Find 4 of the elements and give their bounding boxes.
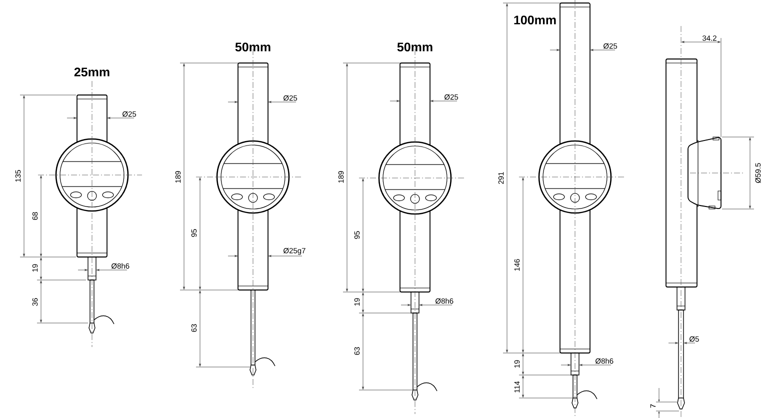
- range-heading: 100mm: [514, 16, 556, 24]
- range-heading: 50mm: [397, 42, 432, 52]
- range-heading: 50mm: [235, 42, 270, 52]
- range-heading: 25mm: [74, 68, 110, 76]
